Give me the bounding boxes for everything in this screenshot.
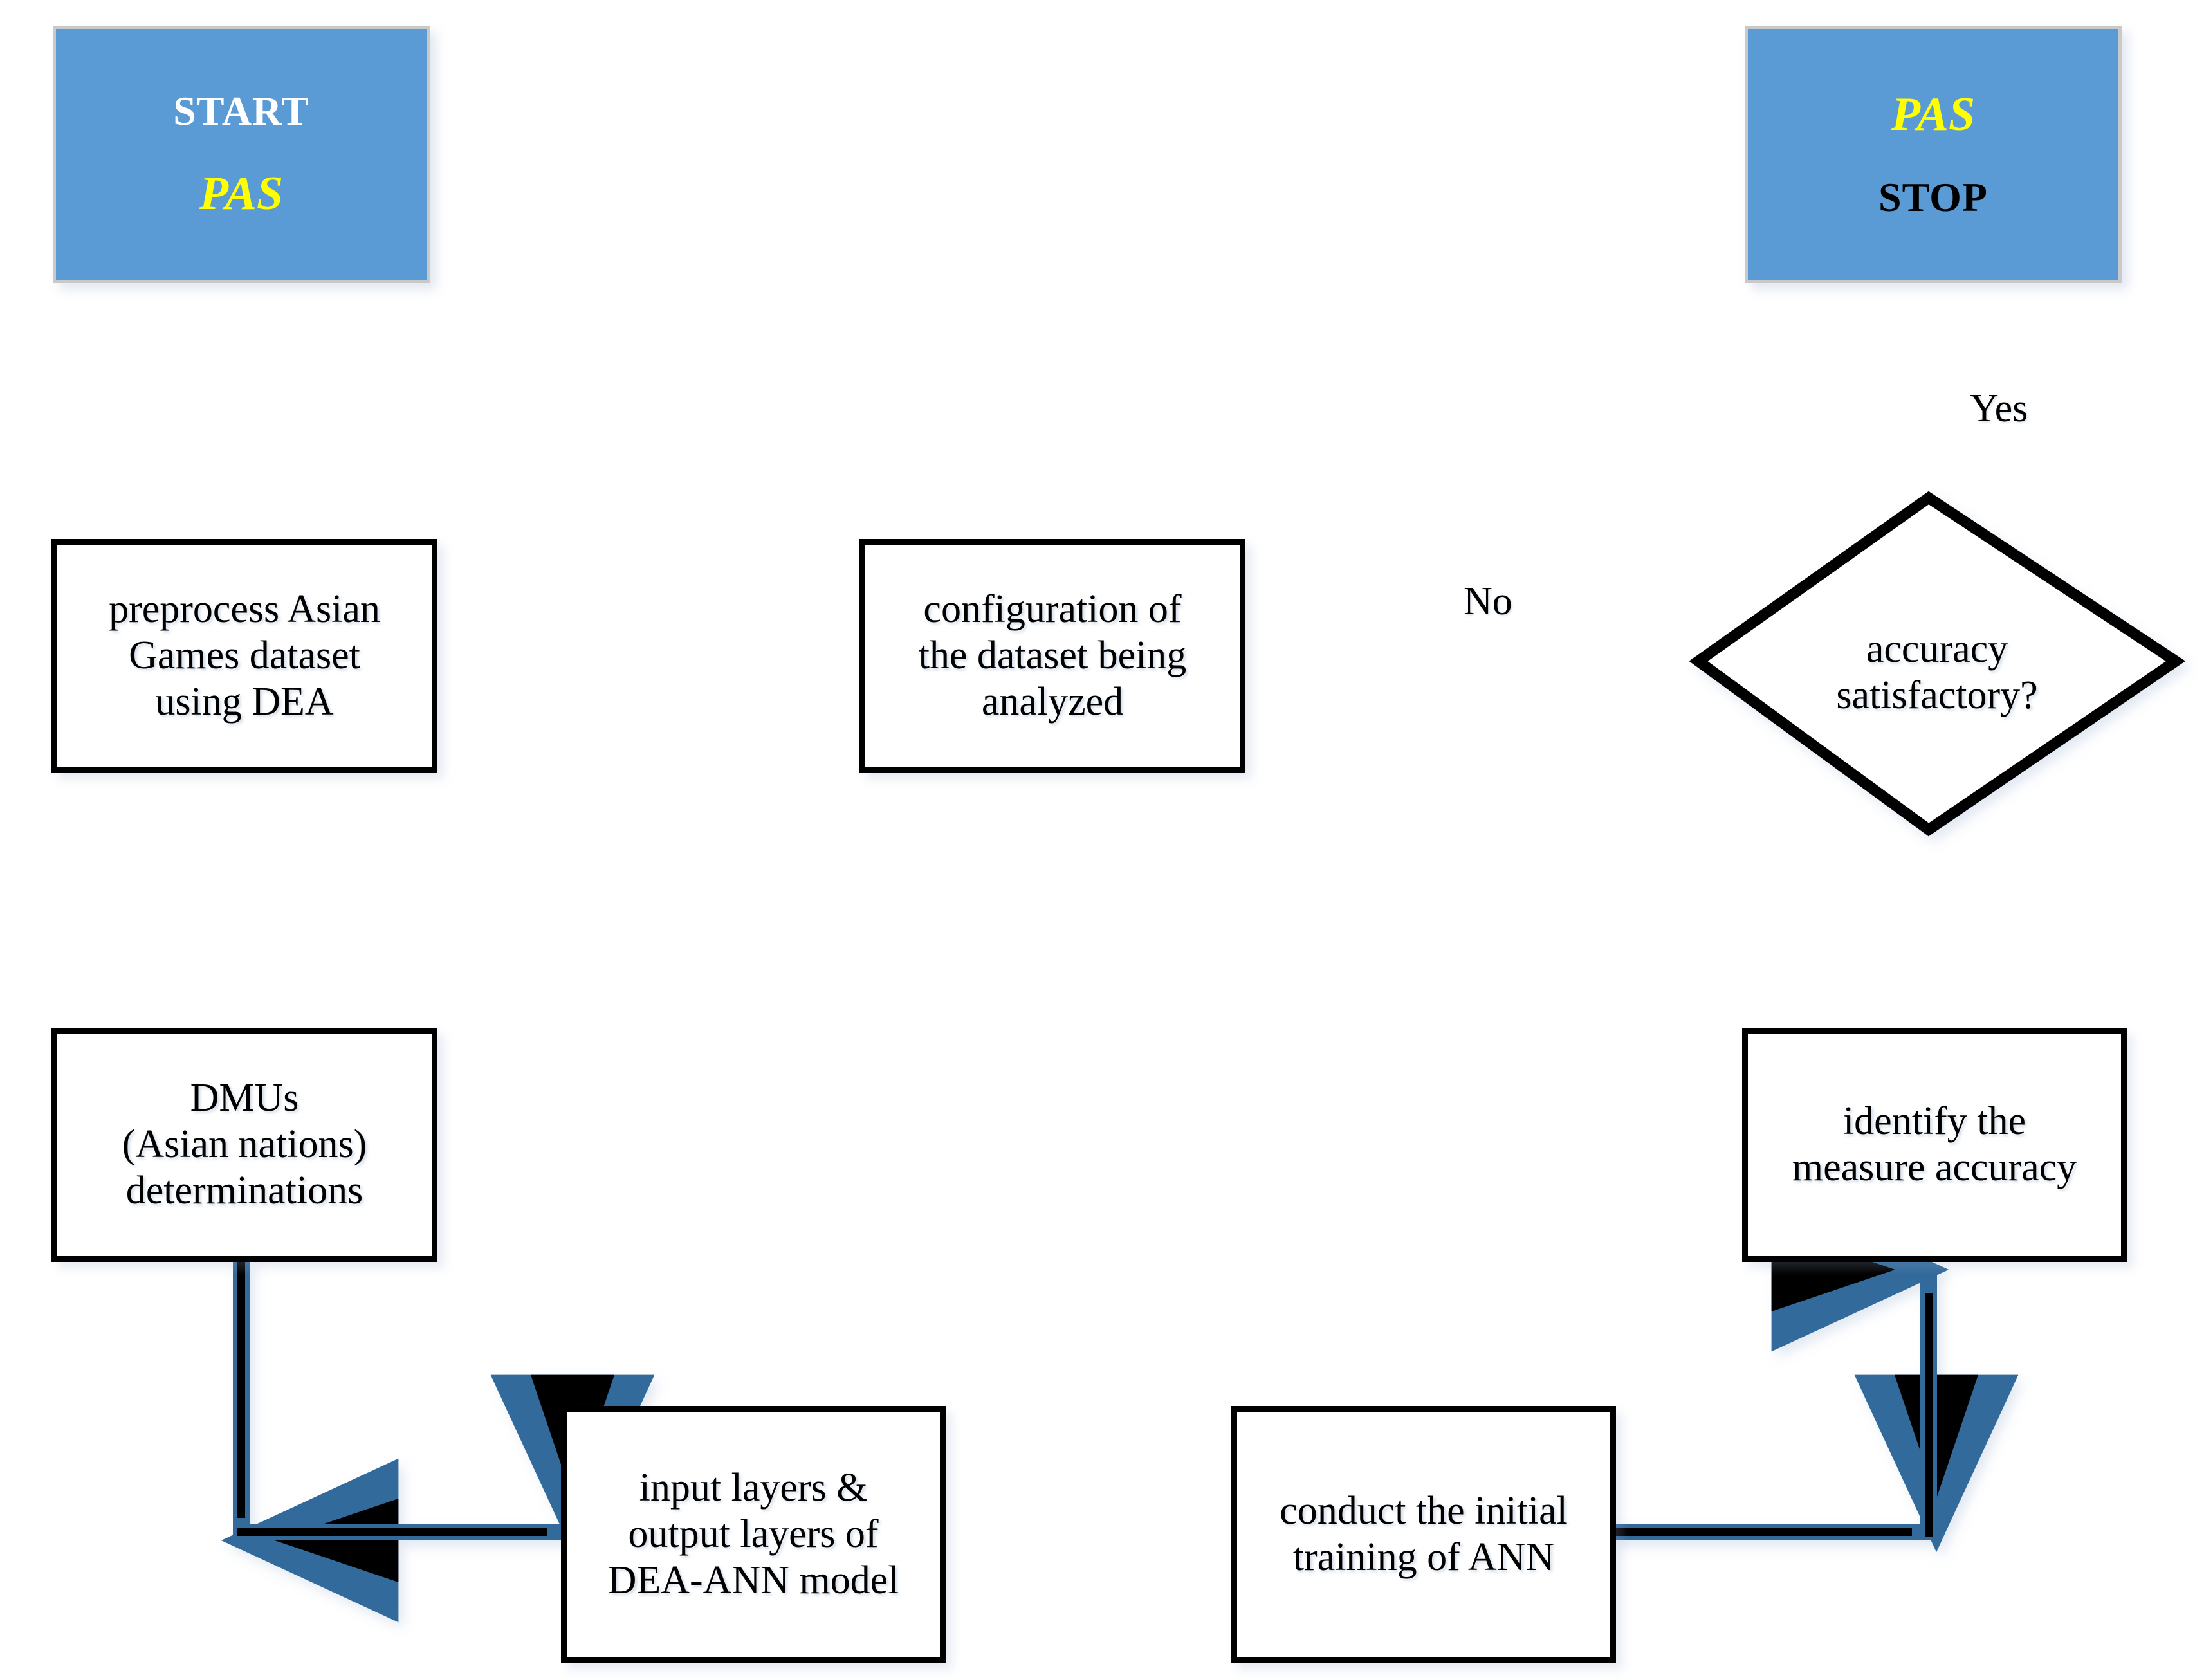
node-text-line: Games dataset [129,634,360,678]
node-dea-ann-layers[interactable]: input layers & output layers of DEA-ANN … [561,1406,946,1663]
node-text-line: output layers of [628,1512,879,1557]
stop-label: STOP [1878,174,1988,220]
edge-training-to-measure [1611,1187,2019,1553]
node-text-line: analyzed [981,679,1124,724]
node-text-line: identify the [1842,1099,2026,1144]
start-label: START [173,88,309,134]
node-text-line: DMUs [190,1076,299,1120]
node-text-line: using DEA [155,679,334,724]
node-dataset-configuration[interactable]: configuration of the dataset being analy… [859,539,1245,773]
node-text-line: determinations [125,1168,363,1212]
decision-diamond-shape [1689,491,2186,837]
node-stop[interactable]: PAS STOP [1745,26,2122,283]
node-start[interactable]: START PAS [53,26,430,283]
node-text-line: conduct the initial [1280,1489,1568,1533]
node-preprocess-dataset[interactable]: preprocess Asian Games dataset using DEA [51,539,437,773]
edge-label-yes: Yes [1970,387,2028,430]
node-text-line: configuration of [923,587,1182,632]
node-text-line: training of ANN [1292,1535,1555,1579]
start-pas-label: PAS [199,167,284,220]
node-text-line: the dataset being [918,634,1187,678]
stop-pas-label: PAS [1891,88,1976,142]
node-conduct-training[interactable]: conduct the initial training of ANN [1231,1406,1616,1663]
node-text-line: measure accuracy [1792,1146,2077,1189]
node-dmus-determination[interactable]: DMUs (Asian nations) determinations [51,1028,437,1262]
node-text-line: (Asian nations) [122,1122,367,1167]
node-text-line: input layers & [639,1466,868,1510]
node-text-line: preprocess Asian [109,587,380,632]
node-text-line: DEA-ANN model [607,1558,899,1602]
node-identify-accuracy[interactable]: identify the measure accuracy [1742,1028,2127,1262]
edge-label-no: No [1464,580,1512,623]
edge-dmus-to-layers [221,1261,655,1623]
